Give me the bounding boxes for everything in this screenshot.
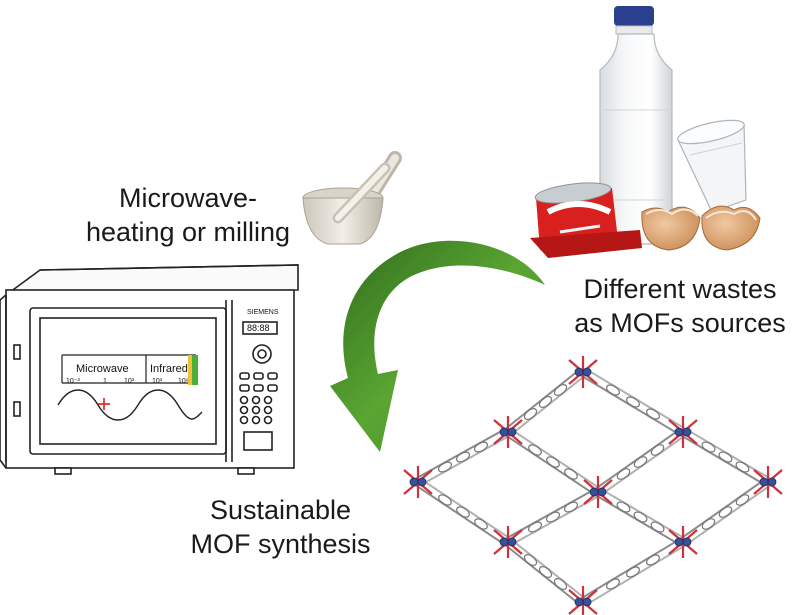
linker-ring (718, 451, 733, 463)
metal-node (409, 477, 419, 487)
linker-ring (633, 456, 648, 468)
plastic-bottle (599, 6, 673, 245)
metal-node (767, 477, 777, 487)
metal-node (589, 487, 599, 497)
linker-ring (626, 396, 640, 408)
heating-label: Microwave- heating or milling (85, 183, 291, 247)
linker-ring (437, 461, 453, 473)
linker-ring (626, 566, 640, 578)
linker-ring (701, 441, 716, 453)
linker-ring (646, 554, 660, 566)
linker-ring (473, 441, 489, 453)
tick-label: 1 (103, 378, 107, 385)
tick-label: 10³ (124, 378, 135, 385)
linker-ring (650, 521, 665, 533)
linker-ring (650, 444, 665, 456)
metal-node (759, 477, 769, 487)
linker-ring (735, 461, 750, 473)
linker-ring (646, 408, 660, 420)
linker-ring (718, 506, 733, 518)
metal-node (417, 477, 427, 487)
spectrum-infrared-label: Infrared (150, 363, 188, 375)
linker-ring (606, 384, 620, 396)
metal-node (682, 537, 692, 547)
wastes-label: Different wastes as MOFs sources (574, 274, 786, 338)
microwave-display: 88:88 (247, 323, 270, 333)
linker-ring (456, 506, 470, 518)
linker-ring (553, 578, 568, 590)
spectrum-microwave-label: Microwave (76, 363, 129, 375)
linker-ring (455, 451, 471, 463)
linker-ring (527, 521, 543, 533)
mof-framework (403, 356, 783, 615)
microwave-oven: SIEMENS 88:88 Microwave (0, 264, 299, 475)
linker-ring (523, 554, 538, 566)
linker-ring (438, 494, 452, 506)
process-arrow (330, 240, 545, 452)
linker-ring (563, 501, 579, 513)
metal-node (597, 487, 607, 497)
microwave-brand: SIEMENS (247, 309, 279, 316)
linker-ring (701, 518, 716, 530)
linker-ring (633, 511, 648, 523)
metal-node (499, 427, 509, 437)
linker-ring (616, 468, 631, 480)
plastic-cup (677, 119, 747, 213)
linker-ring (474, 518, 488, 530)
metal-node (574, 597, 584, 607)
microwave-buttons (239, 372, 278, 425)
linker-ring (538, 566, 553, 578)
linker-ring (546, 456, 560, 468)
metal-node (674, 537, 684, 547)
linker-ring (616, 501, 631, 513)
linker-ring (553, 384, 568, 396)
mortar-pestle (302, 151, 402, 245)
spectrum-window: Microwave Infrared 10⁻³ 1 10³ 10³ 10⁶ (57, 354, 203, 421)
metal-node (582, 597, 592, 607)
linker-ring (528, 444, 542, 456)
metal-node (682, 427, 692, 437)
linker-ring (545, 511, 561, 523)
linker-ring (564, 468, 578, 480)
synthesis-label: Sustainable MOF synthesis (190, 495, 371, 559)
linker-ring (606, 578, 620, 590)
metal-node (499, 537, 509, 547)
eggshells (641, 205, 761, 251)
metal-node (582, 367, 592, 377)
tick-label: 10⁻³ (66, 378, 80, 385)
linker-ring (538, 396, 553, 408)
tick-label: 10³ (152, 378, 163, 385)
metal-node (507, 537, 517, 547)
metal-node (574, 367, 584, 377)
linker-ring (523, 408, 538, 420)
aluminum-can (530, 182, 642, 258)
metal-node (674, 427, 684, 437)
metal-node (507, 427, 517, 437)
linker-ring (735, 494, 750, 506)
tick-label: 10⁶ (178, 378, 189, 385)
